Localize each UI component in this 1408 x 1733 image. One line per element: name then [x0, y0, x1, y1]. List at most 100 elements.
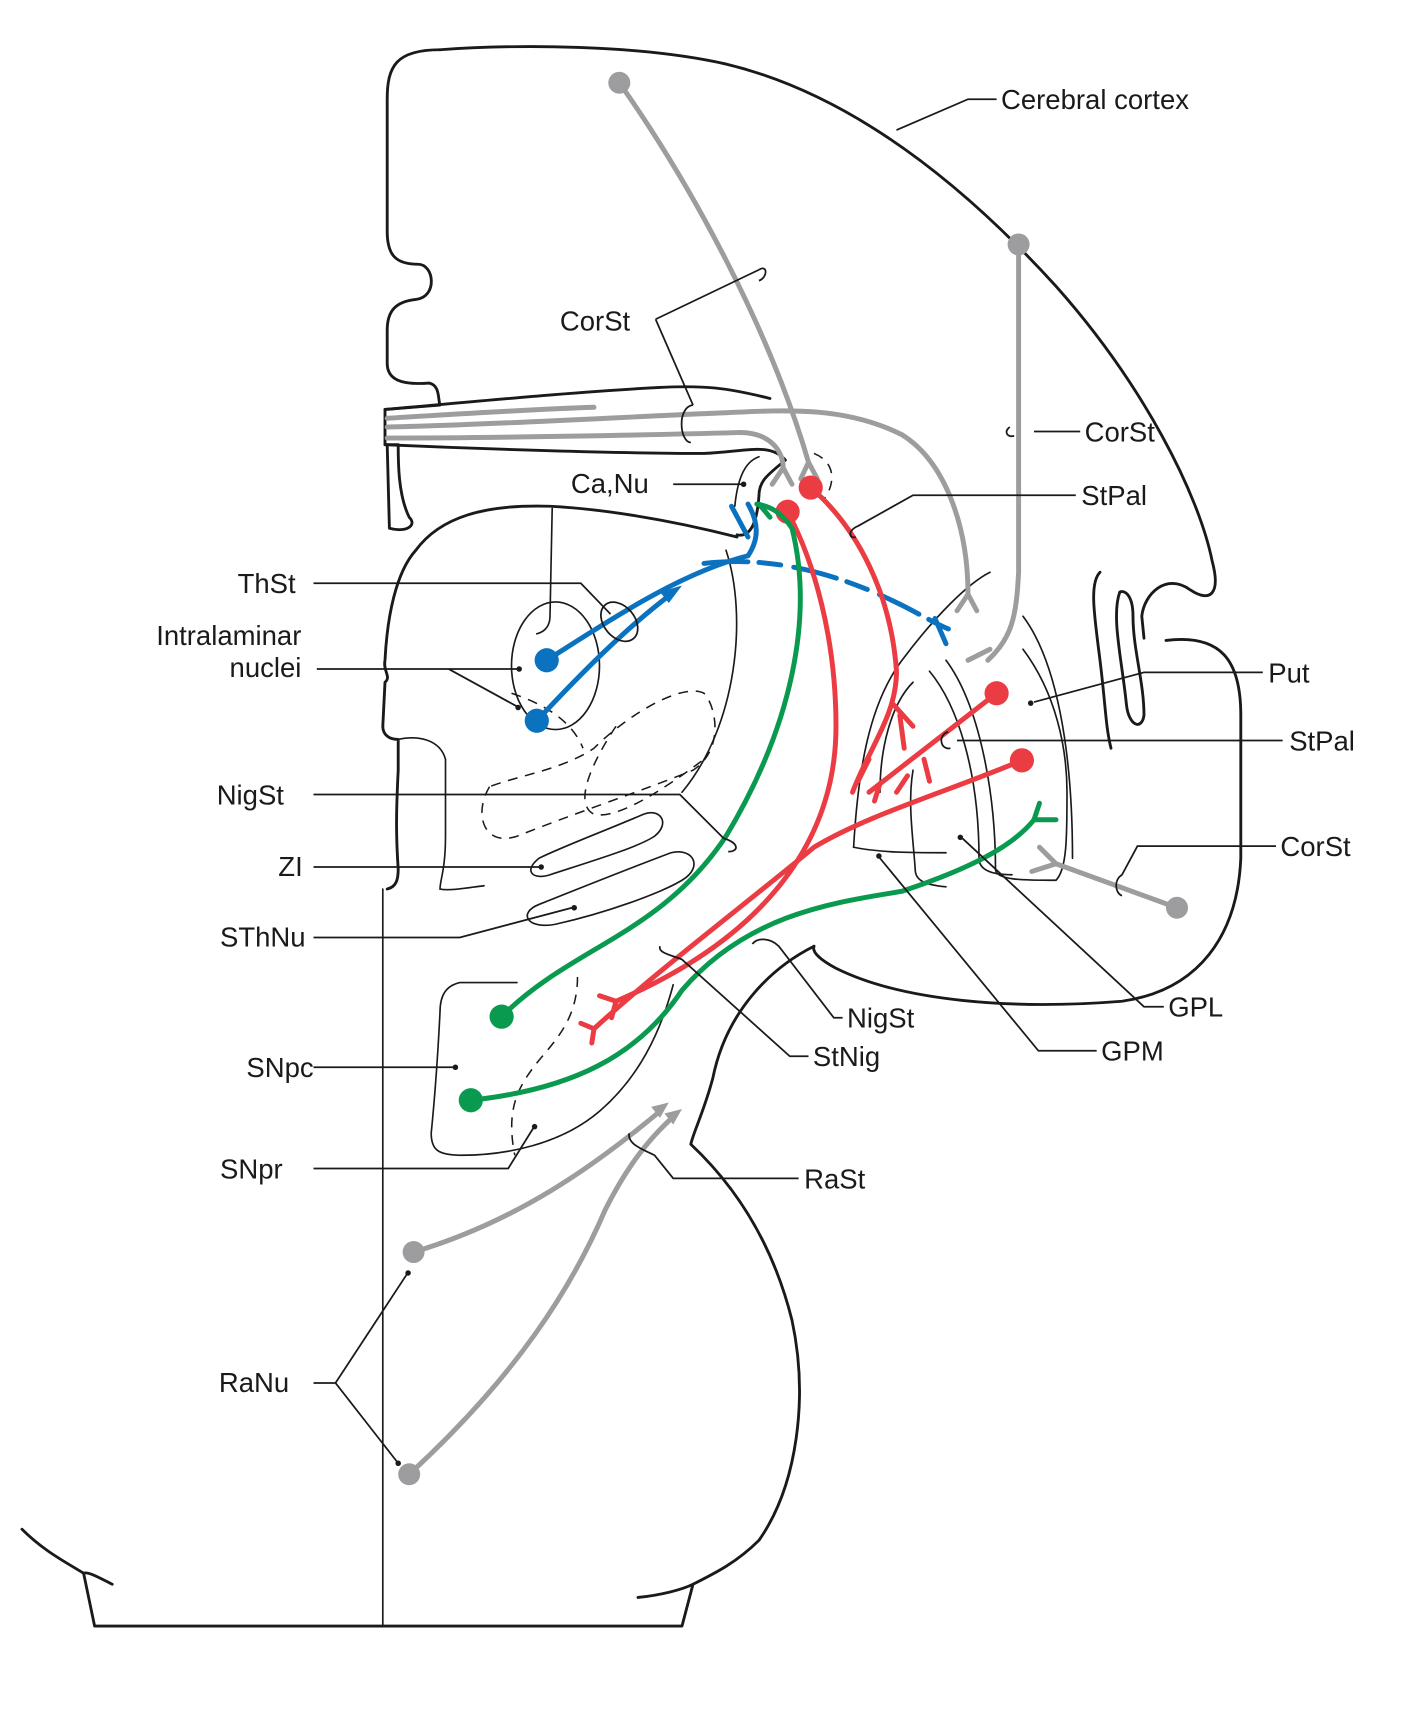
corst-upper-bracket-2	[680, 404, 694, 444]
gpm-lower	[909, 769, 947, 888]
label-stpal-lower: StPal	[1289, 725, 1355, 756]
label-corst-upper: CorSt	[560, 305, 631, 336]
intralaminar-pointer-2	[515, 704, 521, 711]
ranu-leader	[313, 1273, 408, 1464]
striatonigral-fiber-2-branch	[578, 1020, 597, 1046]
inner-dashed-region	[584, 725, 705, 816]
zi-pointer	[538, 864, 544, 870]
gpl-leader	[961, 837, 1164, 1008]
callosal-fiber-3	[384, 404, 597, 421]
intralaminar-oval	[510, 601, 601, 731]
insula-outline	[1092, 570, 1113, 750]
nigst-left-leader	[313, 793, 737, 853]
subthalamic-nucleus	[526, 850, 695, 927]
brain-outline	[20, 45, 1243, 1628]
stpal-lower-leader	[940, 730, 1283, 750]
label-ranu: RaNu	[219, 1367, 289, 1398]
pulvinar-outline	[397, 737, 485, 891]
raphestriatal-fiber-1	[411, 1108, 663, 1255]
corticostriate-pathway	[384, 71, 1188, 919]
label-intralaminar-1: Intralaminar	[156, 620, 301, 651]
label-put: Put	[1268, 657, 1310, 688]
thalamostriate-arrowhead	[660, 585, 682, 604]
corticostriate-fiber-3-branch-a	[1037, 844, 1059, 867]
canu-pointer	[740, 481, 747, 487]
label-stpal-upper: StPal	[1081, 480, 1147, 511]
substantia-nigra-outline	[430, 981, 675, 1157]
striatopallidal-fiber-2	[866, 690, 1000, 795]
pons-left-lobe	[82, 1571, 114, 1586]
intralaminar-leader	[316, 668, 518, 708]
nigrostriatal-fiber-2-branch	[1031, 800, 1059, 823]
cerebral-cortex-leader	[896, 98, 997, 131]
snpr-leader	[313, 1127, 535, 1170]
globus-pallidus-outline	[852, 681, 947, 854]
callosal-fiber-2-branch-b	[780, 465, 795, 487]
pons-right-notch	[636, 1582, 695, 1599]
cerebral-cortex-outline	[383, 48, 442, 532]
put-leader	[1033, 671, 1263, 703]
rast-leader	[628, 1133, 799, 1180]
striatopallidal-fiber-1	[808, 485, 899, 795]
sthnu-pointer	[571, 905, 577, 911]
internal-capsule-line	[681, 549, 738, 794]
corticostriate-fiber-1-branch-b	[806, 459, 820, 482]
label-nigst-bottom: NigSt	[847, 1003, 915, 1034]
striatopallidal-fiber-2-branches	[872, 756, 932, 804]
thalamostriate-fiber-2	[534, 591, 674, 724]
corticostriate-fiber-2	[985, 241, 1022, 663]
intralaminar-pointer-1	[516, 666, 522, 672]
stpal-upper-leader	[849, 494, 1076, 539]
putamen-inner-outline	[852, 571, 991, 849]
cortex-outer-edge	[438, 45, 1217, 640]
corpus-callosum-bottom	[383, 443, 787, 537]
snpc-pointer	[452, 1064, 459, 1070]
label-zi: ZI	[278, 851, 302, 882]
label-corst-lower: CorSt	[1280, 831, 1351, 862]
nigrostriatal-fiber-2	[468, 817, 1037, 1103]
nigrostriatal-pathway	[458, 501, 1059, 1113]
ranu-pointer-2	[395, 1460, 401, 1466]
corticostriate-fiber-1	[616, 80, 811, 465]
raphestriatal-pathway	[398, 1102, 682, 1486]
label-sthnu: SThNu	[220, 921, 306, 952]
raphestriatal-arrowhead-1	[651, 1102, 669, 1118]
label-gpl: GPL	[1168, 992, 1223, 1023]
label-thst: ThSt	[238, 568, 296, 599]
corst-upper-leader	[654, 268, 760, 406]
label-rast: RaSt	[804, 1163, 865, 1194]
striatopallidal-fiber-1-branches	[855, 701, 916, 784]
ranu-pointer-1	[405, 1270, 411, 1276]
callosal-fiber-2-branch-a	[769, 465, 786, 487]
lateral-sulcus-outline	[1115, 590, 1146, 726]
thalamostriate-pathway	[524, 501, 962, 733]
thalamostriate-fiber-lateral	[701, 559, 962, 636]
gpl-pointer	[957, 834, 964, 841]
label-intralaminar-2: nuclei	[230, 652, 302, 683]
brainstem-outline	[20, 944, 816, 1628]
label-stnig: StNig	[813, 1041, 880, 1072]
temporal-lobe-outline	[812, 638, 1243, 1006]
corst-lower-leader	[1115, 845, 1276, 897]
thalamostriate-fiber-1-branch	[729, 503, 751, 540]
snpr-pointer	[531, 1123, 538, 1130]
corticostriate-fiber-2-branch	[965, 646, 993, 663]
striatopallidal-pathway	[578, 475, 1034, 1046]
label-cerebral-cortex: Cerebral cortex	[1001, 84, 1189, 115]
snpc-snpr-boundary	[511, 977, 579, 1156]
label-gpm: GPM	[1101, 1036, 1164, 1067]
corpus-callosum-top	[383, 385, 772, 411]
corst-upper-bracket-1	[758, 267, 767, 282]
callosal-fiber-1-branch-b	[965, 591, 980, 614]
thalamostriate-fiber-1	[544, 501, 759, 663]
thalamus-outline	[381, 504, 739, 891]
striatonigral-fiber-2	[591, 757, 1025, 1032]
caudate-outline	[733, 455, 760, 508]
label-nigst-left: NigSt	[217, 779, 285, 810]
corticostriate-fiber-3-branch-b	[1029, 861, 1059, 874]
callosal-fiber-1	[384, 408, 971, 597]
caudate-dashed	[813, 452, 833, 502]
gpm-leader	[879, 857, 1097, 1052]
callosal-fiber-2	[384, 430, 786, 471]
